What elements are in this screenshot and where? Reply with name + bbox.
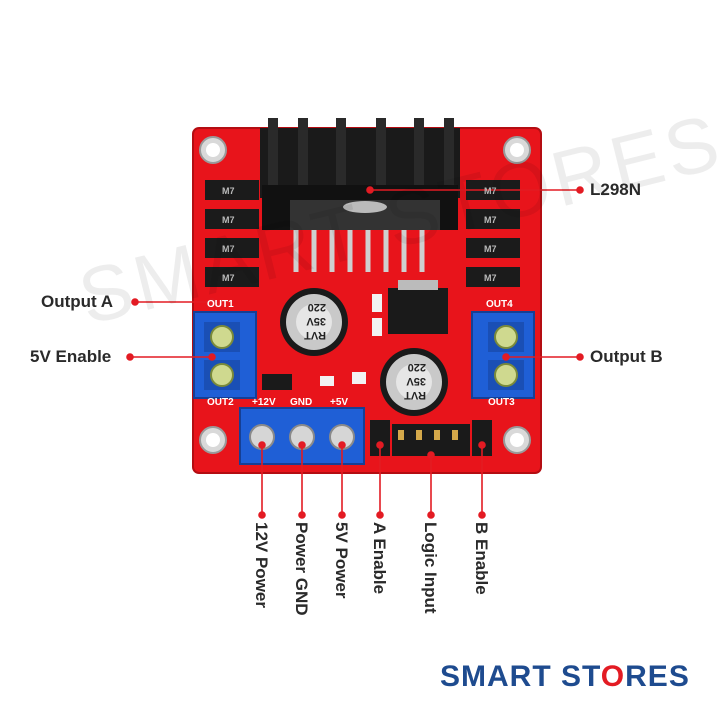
silk-gnd: GND — [290, 397, 312, 408]
label-5v-enable: 5V Enable — [30, 347, 112, 366]
diode-mark: M7 — [484, 215, 497, 225]
silk-out4: OUT4 — [486, 299, 513, 310]
brand-text-part3: RES — [625, 660, 690, 693]
label-output-b: Output B — [590, 347, 663, 366]
label-12v-power: 12V Power — [252, 522, 271, 608]
diode-mark: M7 — [484, 244, 497, 254]
label-power-gnd: Power GND — [292, 522, 311, 616]
diode-mark: M7 — [222, 244, 235, 254]
diode-mark: M7 — [222, 273, 235, 283]
voltage-regulator — [388, 280, 448, 334]
cap-text-35v: 35V — [306, 315, 326, 327]
label-a-enable: A Enable — [370, 522, 389, 595]
capacitor-left-text: RVT 35V 220 — [304, 301, 326, 341]
cap-text-220: 220 — [408, 361, 426, 373]
label-output-a: Output A — [41, 292, 114, 311]
silk-out2: OUT2 — [207, 397, 234, 408]
header-a-enable — [370, 420, 390, 456]
silk-out3: OUT3 — [488, 397, 515, 408]
callout-lines — [126, 186, 584, 519]
cap-text-rvt: RVT — [304, 329, 326, 341]
terminal-out1-out2 — [193, 311, 257, 399]
terminal-out3-out4 — [471, 311, 535, 399]
brand-logo: SMART STORES — [440, 660, 690, 694]
l298n-chip-pins — [293, 230, 425, 272]
silk-out1: OUT1 — [207, 299, 234, 310]
capacitor-right — [380, 348, 448, 416]
label-5v-power: 5V Power — [332, 522, 351, 599]
diode-markings: M7 M7 M7 M7 M7 M7 M7 M7 — [222, 186, 497, 283]
silkscreen-text: OUT1 OUT2 OUT3 OUT4 +12V GND +5V — [207, 299, 515, 408]
cap-text-35v: 35V — [406, 375, 426, 387]
enable-5v-jumper — [262, 374, 292, 390]
silk-5v: +5V — [330, 397, 348, 408]
smd-components — [320, 294, 382, 386]
diodes-left — [205, 180, 259, 287]
diode-mark: M7 — [484, 273, 497, 283]
header-logic-input — [392, 424, 470, 456]
brand-text-part1: SMART ST — [440, 660, 601, 693]
diode-mark: M7 — [222, 186, 235, 196]
mounting-holes — [199, 136, 531, 454]
silk-12v: +12V — [252, 397, 276, 408]
brand-o-mark: O — [600, 660, 626, 693]
header-b-enable — [472, 420, 492, 456]
diode-mark: M7 — [222, 215, 235, 225]
heatsink — [260, 118, 460, 230]
label-logic-input: Logic Input — [421, 522, 440, 614]
cap-text-220: 220 — [308, 301, 326, 313]
cap-text-rvt: RVT — [404, 389, 426, 401]
label-b-enable: B Enable — [472, 522, 491, 595]
capacitor-right-text: RVT 35V 220 — [404, 361, 426, 401]
capacitor-left — [280, 288, 348, 356]
label-l298n: L298N — [590, 180, 642, 199]
diode-mark: M7 — [484, 186, 497, 196]
